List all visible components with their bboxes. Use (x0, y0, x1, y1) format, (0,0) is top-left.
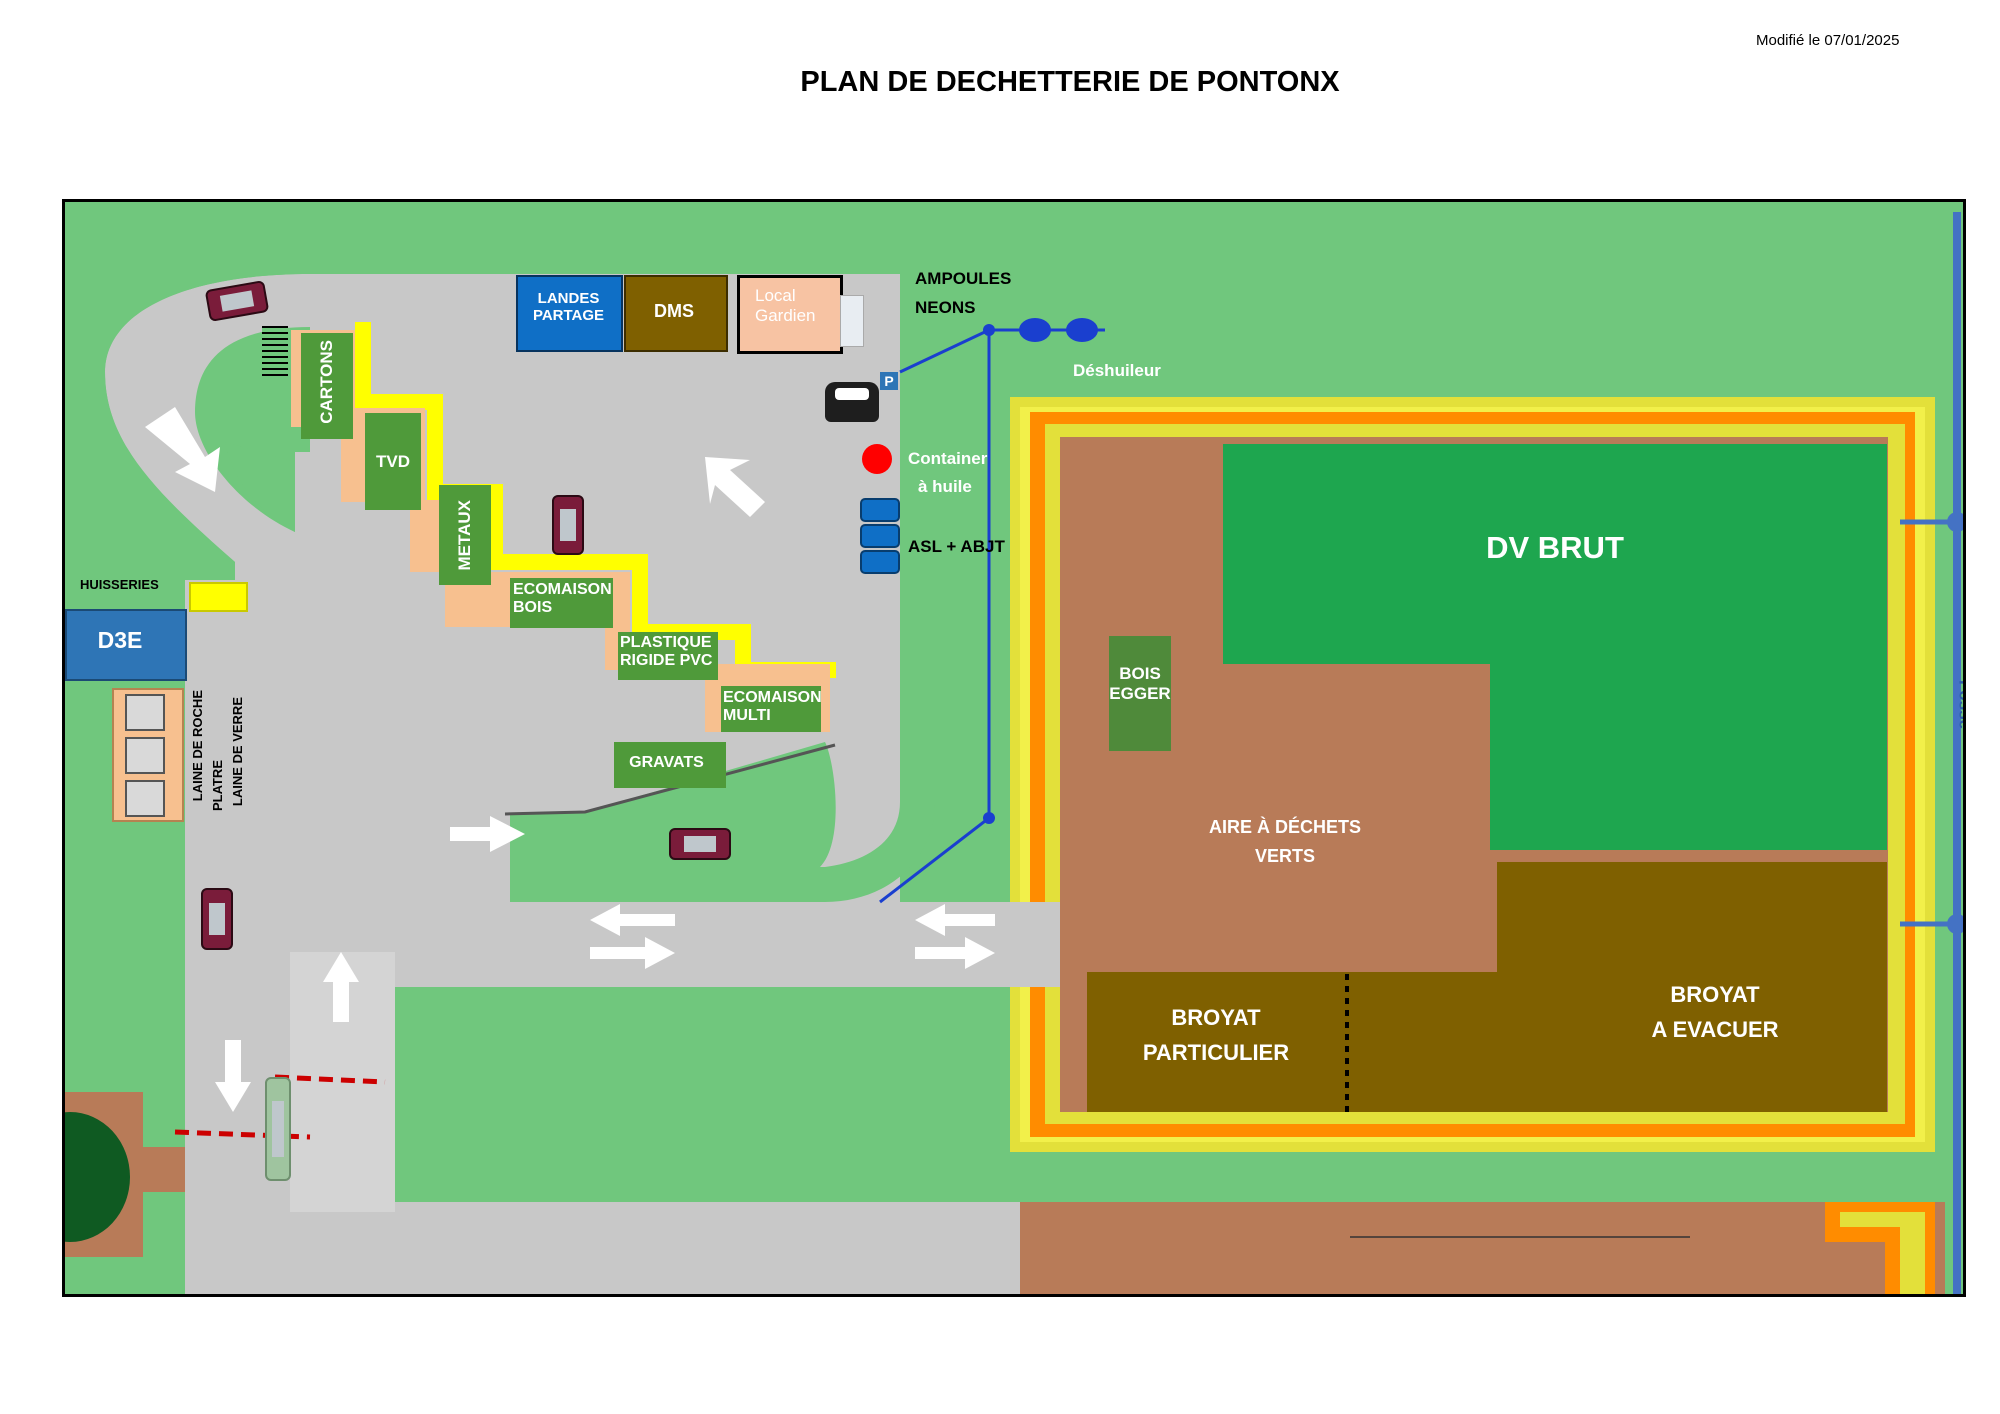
pipe-node-1 (983, 324, 995, 336)
arrow-right-2 (590, 937, 675, 969)
broyat-evacuer-label-2: A EVACUER (1651, 1017, 1779, 1042)
huisseries-strip (189, 582, 248, 612)
yellow-stair-strip (355, 322, 836, 678)
entrance-path (143, 1147, 185, 1192)
dv-brut-label: DV BRUT (1486, 530, 1624, 565)
ecomaison-multi-container (721, 686, 821, 732)
asl-bin-2 (860, 524, 900, 548)
fosse-node-1 (1947, 512, 1963, 532)
neons-label: NEONS (915, 298, 976, 317)
bois-egger-label: BOIS EGGER (1109, 664, 1171, 703)
bois-egger-zone (1109, 636, 1171, 751)
container-huile-label-1: Container (908, 449, 988, 468)
arrow-diag-1 (145, 407, 220, 492)
broyat-evacuer-zone (1087, 862, 1887, 1112)
broyat-particulier-label-2: PARTICULIER (1142, 1040, 1290, 1065)
arrow-left-2 (915, 904, 995, 936)
grass-strip-1 (510, 742, 836, 867)
arrow-diag-2 (705, 457, 765, 517)
laine-roche-label: LAINE DE ROCHE (190, 690, 205, 802)
small-bin-1 (125, 694, 165, 731)
dms-label: DMS (654, 301, 694, 321)
fosse-label: Fossé (1955, 680, 1966, 730)
ecomaison-multi-label: ECOMAISON MULTI (723, 689, 822, 725)
road-curb (504, 743, 836, 816)
d3e-label: D3E (97, 627, 143, 653)
gravats-container (614, 742, 726, 788)
plastique-label: PLASTIQUE RIGIDE PVC (620, 634, 713, 670)
metaux-container (439, 485, 491, 585)
car-parking-icon (825, 382, 879, 422)
deshuileur-tank-2 (1066, 318, 1098, 342)
small-bin-3 (125, 780, 165, 817)
car-3 (669, 828, 731, 860)
deshuileur-label: Déshuileur (1073, 361, 1161, 380)
asl-abjt-label: ASL + ABJT (908, 537, 1005, 556)
oil-container-dot (862, 444, 892, 474)
stairs (262, 326, 288, 376)
gravats-label: GRAVATS (629, 754, 704, 771)
ampoules-label: AMPOULES (915, 269, 1012, 288)
cartons-label: CARTONS (317, 340, 336, 424)
corner-ring-inner (1840, 1212, 1925, 1294)
arrow-down (215, 1040, 251, 1112)
small-bin-2 (125, 737, 165, 774)
ecomaison-bois-label: ECOMAISON BOIS (513, 581, 612, 617)
page-title: PLAN DE DECHETTERIE DE PONTONX (800, 66, 1340, 98)
cartons-container (301, 333, 353, 439)
dv-brut-zone (1223, 444, 1887, 850)
dms-building (624, 275, 728, 352)
site-map: LANDES PARTAGE DMS Local Gardien D3E HUI… (62, 199, 1966, 1297)
inner-grass-curve (225, 442, 295, 532)
modified-date: Modifié le 07/01/2025 (1756, 32, 1900, 49)
barrier-1 (274, 1074, 386, 1085)
dv-entrance (1010, 902, 1060, 987)
car-2 (552, 495, 584, 555)
ecomaison-bois-container (510, 578, 613, 628)
map-roads (65, 202, 1963, 1294)
platre-label: PLATRE (210, 760, 225, 812)
arrow-right-3 (915, 937, 995, 969)
broyat-evacuer-label-1: BROYAT (1670, 982, 1760, 1007)
asl-bin-3 (860, 550, 900, 574)
platform-corner (510, 274, 935, 902)
arrow-up (323, 952, 359, 1022)
oil-pipe (879, 327, 991, 904)
roundabout (65, 1112, 130, 1242)
loop-outer-grass (65, 202, 310, 657)
local-gardien-label: Local Gardien (755, 286, 816, 325)
landes-partage-building (516, 275, 623, 352)
car-window-icon (835, 388, 869, 400)
parking-sign-icon: P (880, 372, 898, 390)
landes-partage-label: LANDES PARTAGE (532, 290, 605, 325)
fosse-node-2 (1947, 914, 1963, 934)
gardien-hut (840, 295, 864, 347)
aire-dechets-verts-label: AIRE À DÉCHETS VERTS (1208, 817, 1361, 866)
tvd-label: TVD (376, 452, 410, 471)
bottom-road (185, 1202, 1085, 1294)
arrow-right-1 (450, 816, 525, 852)
pipe-node-2 (983, 812, 995, 824)
arrow-left-1 (590, 904, 675, 936)
metaux-label: METAUX (455, 500, 474, 571)
asl-bin-1 (860, 498, 900, 522)
broyat-particulier-label-1: BROYAT (1171, 1005, 1261, 1030)
huisseries-label: HUISSERIES (80, 577, 159, 592)
deshuileur-tank-1 (1019, 318, 1051, 342)
lower-grass-block (395, 987, 1020, 1202)
container-huile-label-2: à huile (918, 477, 972, 496)
d3e-building (65, 609, 187, 681)
bottom-brown-area (1020, 1202, 1945, 1294)
car-4 (201, 888, 233, 950)
laine-verre-label: LAINE DE VERRE (230, 697, 245, 807)
local-gardien-building (737, 275, 843, 354)
car-gate (265, 1077, 291, 1181)
fosse-line (1953, 212, 1961, 1294)
tvd-container (365, 413, 421, 510)
plastique-container (618, 632, 718, 680)
